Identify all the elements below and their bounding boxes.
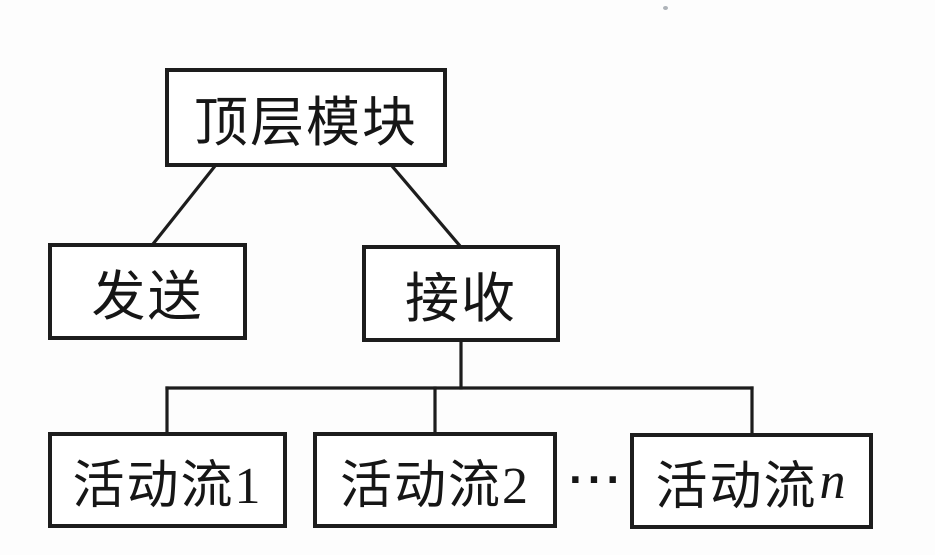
- node-stream-n-label-variable: n: [819, 452, 848, 510]
- node-top-module: 顶层模块: [165, 68, 447, 167]
- edge-top-to-receive: [389, 163, 463, 249]
- node-receive: 接收: [362, 245, 560, 342]
- node-stream-1: 活动流1: [48, 432, 287, 528]
- ellipsis-more-streams: ···: [568, 459, 625, 501]
- edge-top-to-send: [150, 163, 218, 247]
- node-send: 发送: [48, 243, 247, 340]
- node-stream-n-label-prefix: 活动流: [655, 458, 818, 516]
- scan-speck-artifact: [663, 6, 668, 10]
- node-top-module-label: 顶层模块: [194, 93, 418, 153]
- node-stream-2-label: 活动流2: [339, 457, 530, 515]
- node-stream-2: 活动流2: [313, 432, 557, 528]
- node-receive-label: 接收: [405, 269, 517, 329]
- node-stream-1-label: 活动流1: [72, 457, 263, 515]
- node-send-label: 发送: [91, 267, 204, 327]
